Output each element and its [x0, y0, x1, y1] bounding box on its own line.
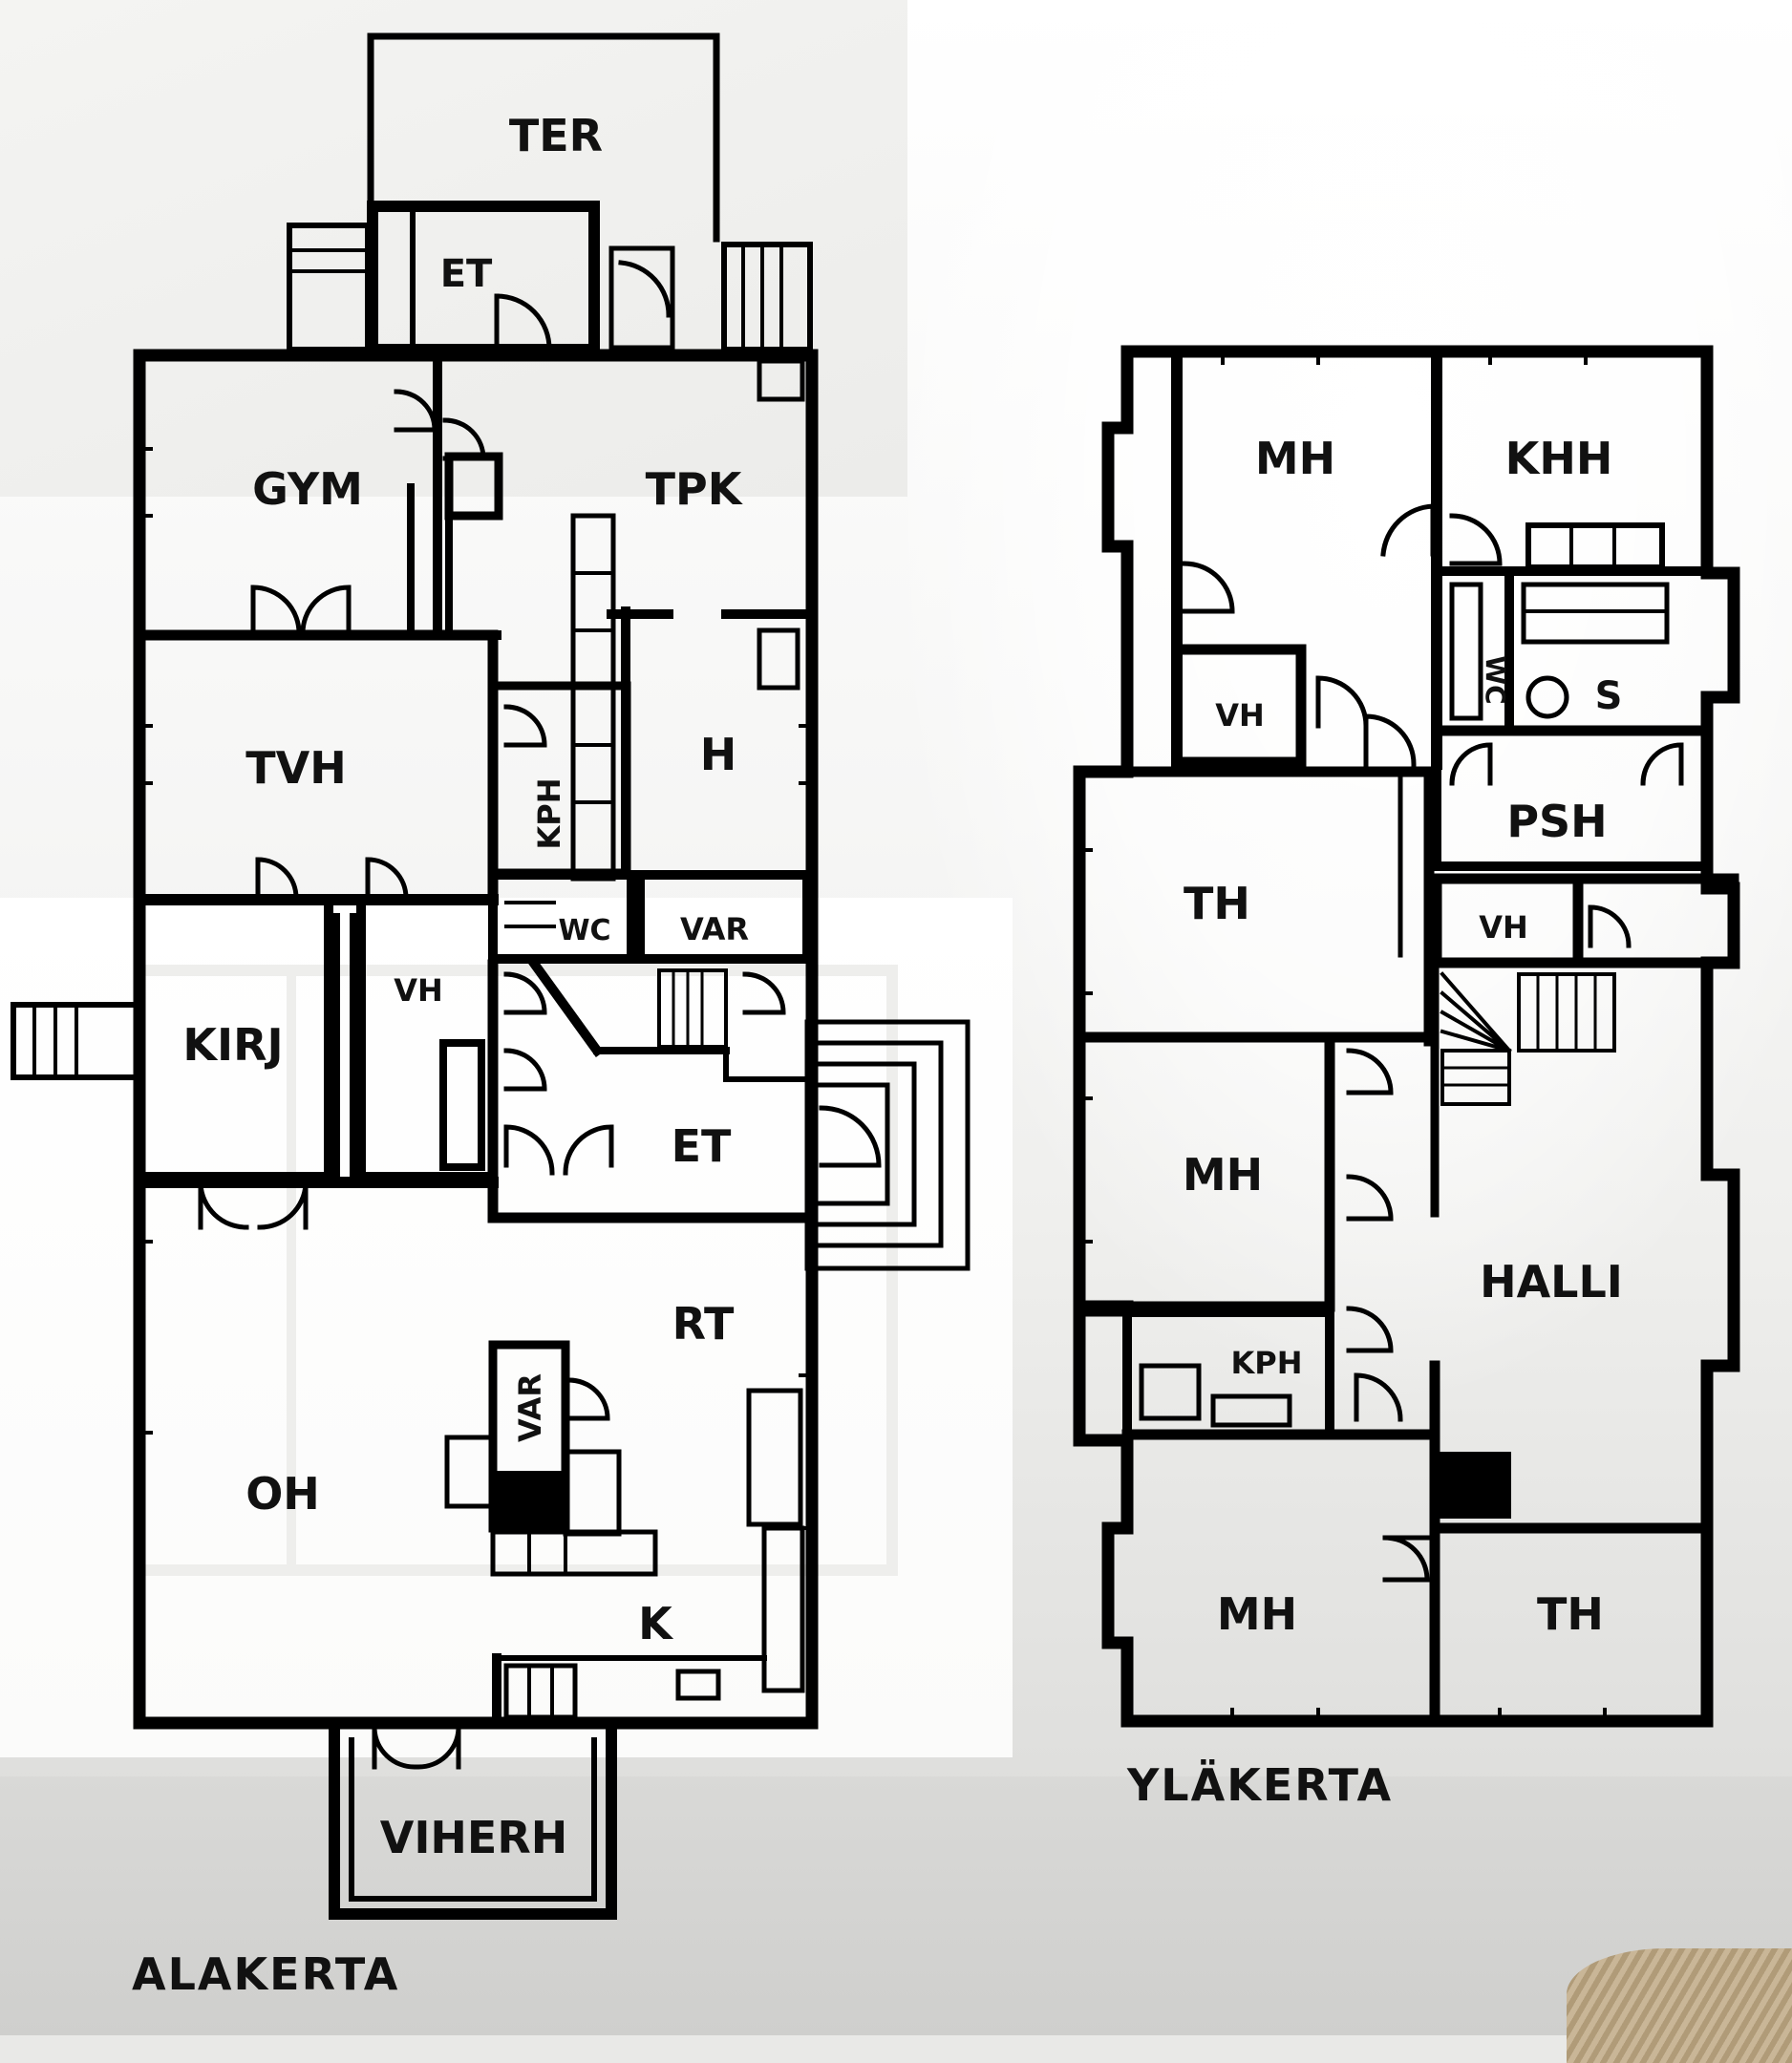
room-label-var-ground: VAR — [680, 911, 749, 947]
psh-walls — [1432, 726, 1712, 871]
room-label-et-top: ET — [440, 252, 493, 296]
room-label-mh-top: MH — [1255, 433, 1335, 484]
door-box-top-right — [608, 245, 675, 351]
upper-chimney — [1435, 1452, 1511, 1519]
room-label-th-bottom: TH — [1537, 1588, 1604, 1640]
terrace-outline — [367, 32, 720, 243]
ground-floor-caption: ALAKERTA — [132, 1948, 400, 2000]
var-walls — [635, 870, 812, 964]
ground-floor-plan — [11, 32, 971, 1920]
spiral-stairs — [1440, 971, 1616, 1106]
stair-run-tpk — [570, 513, 616, 882]
upper-floor-caption: YLÄKERTA — [1127, 1759, 1394, 1811]
room-label-mh-middle: MH — [1183, 1149, 1263, 1201]
room-label-viherh: VIHERH — [380, 1812, 568, 1863]
upper-floor-plan — [1073, 345, 1740, 1728]
background-floor — [0, 1776, 1792, 2035]
room-labels: TER ET GYM TPK TVH H KPH WC VAR KIRJ VH … — [182, 110, 1623, 1863]
room-label-vh-upper-1: VH — [1215, 697, 1265, 734]
room-label-wc-upper: WC — [1480, 655, 1511, 704]
room-label-tvh: TVH — [245, 742, 346, 794]
room-label-kph-ground: KPH — [531, 777, 567, 849]
room-label-psh: PSH — [1506, 796, 1607, 847]
room-label-halli: HALLI — [1480, 1256, 1623, 1308]
room-label-th-middle: TH — [1184, 878, 1250, 929]
room-label-mh-bottom: MH — [1217, 1588, 1297, 1640]
background-window-mullion — [287, 965, 296, 1576]
room-label-wc-ground: WC — [558, 914, 610, 947]
steps-top-right — [721, 242, 813, 352]
room-label-k: K — [638, 1598, 674, 1649]
room-label-gym: GYM — [252, 463, 363, 515]
viherh-walls — [329, 1717, 617, 1920]
room-label-vh-upper-2: VH — [1479, 909, 1528, 946]
chimney-upper — [444, 452, 503, 521]
room-label-kirj: KIRJ — [182, 1019, 283, 1071]
sauna-stove — [1525, 675, 1569, 719]
room-label-kph-upper: KPH — [1230, 1345, 1302, 1381]
mh-middle-walls — [1074, 1032, 1335, 1312]
vh-upper-1-walls — [1171, 644, 1307, 768]
room-label-vh-ground: VH — [394, 972, 443, 1009]
room-label-khh: KHH — [1505, 433, 1613, 484]
room-label-et-ground: ET — [672, 1120, 732, 1172]
room-label-tpk: TPK — [646, 463, 744, 515]
fireplace-core — [493, 1471, 565, 1528]
room-label-rt: RT — [672, 1298, 735, 1350]
room-label-ter: TER — [509, 110, 603, 161]
steps-top-left — [287, 223, 371, 352]
room-label-var-fireplace: VAR — [512, 1373, 548, 1442]
room-label-oh: OH — [245, 1468, 320, 1520]
vh-ground-walls — [356, 895, 498, 1181]
background-ceiling — [0, 0, 907, 497]
kitchen-counter — [746, 1388, 803, 1527]
room-label-s: S — [1595, 674, 1623, 718]
room-label-h: H — [700, 729, 737, 780]
